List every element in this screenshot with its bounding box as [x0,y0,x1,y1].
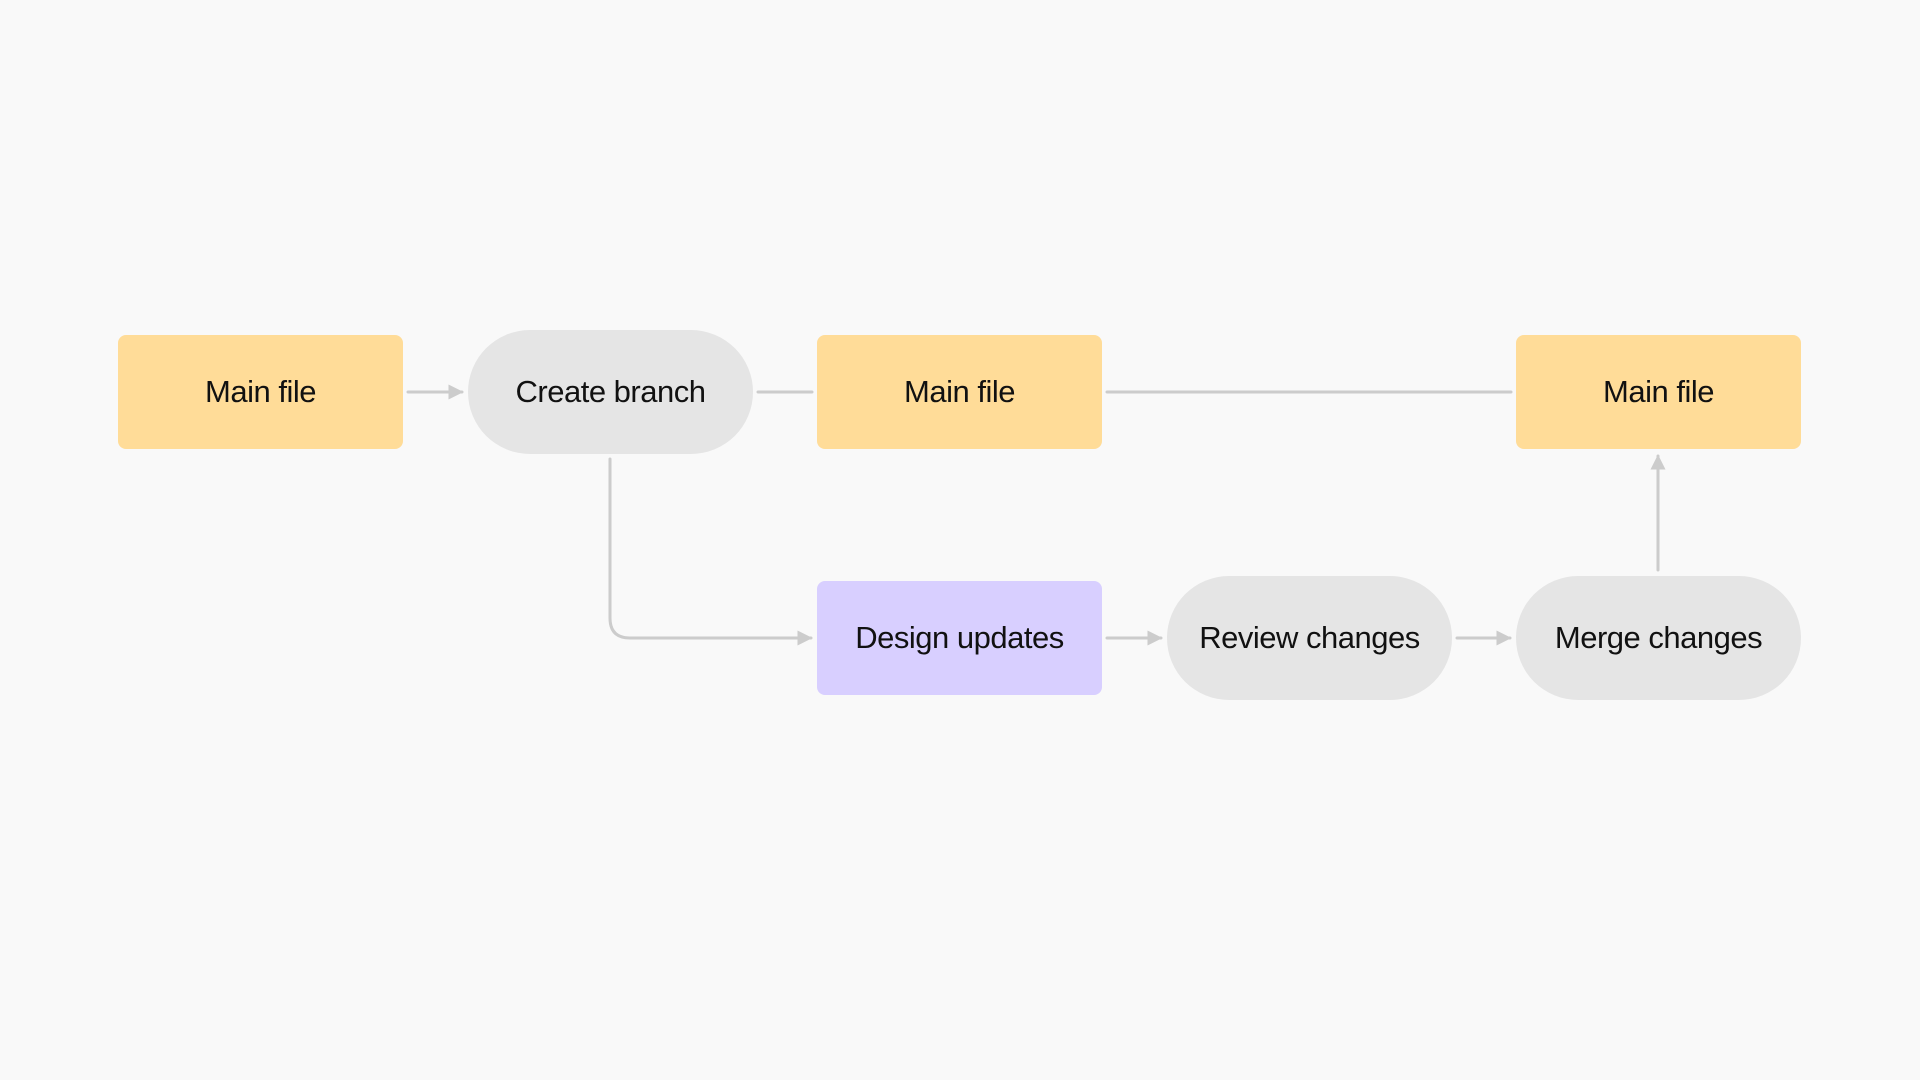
node-merge-changes[interactable]: Merge changes [1516,576,1801,700]
node-create-branch[interactable]: Create branch [468,330,753,454]
node-main-file-start[interactable]: Main file [118,335,403,449]
node-design-updates[interactable]: Design updates [817,581,1102,695]
edge-create-branch-to-design-updates [608,457,813,646]
node-main-file-end[interactable]: Main file [1516,335,1801,449]
node-main-file-middle[interactable]: Main file [817,335,1102,449]
node-review-changes[interactable]: Review changes [1167,576,1452,700]
